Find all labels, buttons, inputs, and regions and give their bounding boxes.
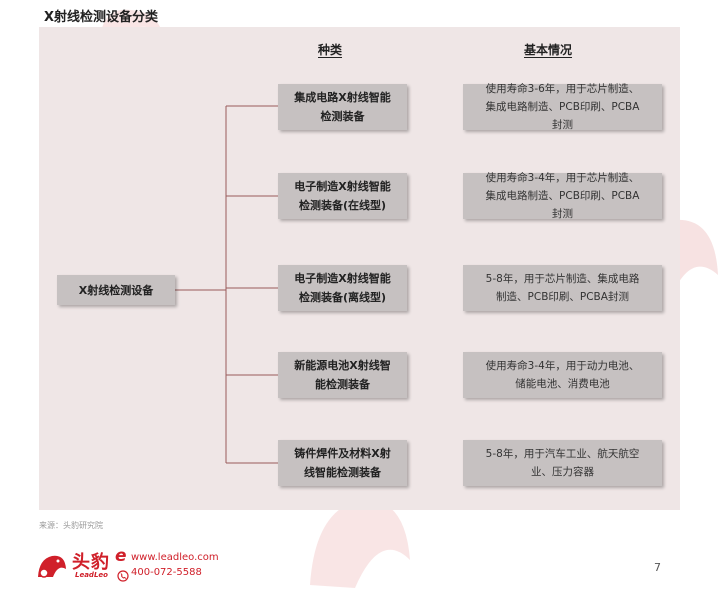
brand-name-cn: 头豹 (72, 552, 110, 573)
category-line: 能检测装备 (314, 378, 370, 391)
leopard-logo-icon (36, 551, 68, 579)
brand-e-mark: e (115, 546, 127, 566)
phone-icon (117, 567, 129, 582)
description-line: 制造、PCB印刷、PCBA封测 (496, 291, 629, 303)
description-line: 储能电池、消费电池 (515, 378, 610, 390)
brand-name-en: LeadLeo (75, 571, 108, 579)
phone-number: 400-072-5588 (131, 567, 202, 578)
category-node: 电子制造X射线智能检测装备(离线型) (278, 265, 407, 311)
category-node: 铸件焊件及材料X射线智能检测装备 (278, 440, 407, 486)
category-line: 电子制造X射线智能 (294, 180, 391, 193)
column-header-description: 基本情况 (524, 43, 573, 57)
page-number: 7 (654, 561, 661, 574)
source-note: 来源：头豹研究院 (39, 521, 103, 530)
description-line: 集成电路制造、PCB印刷、PCBA (485, 101, 640, 113)
watermark-logo (300, 480, 420, 594)
category-node: 电子制造X射线智能检测装备(在线型) (278, 173, 407, 219)
category-line: 电子制造X射线智能 (294, 272, 391, 285)
category-line: 铸件焊件及材料X射 (294, 447, 391, 460)
category-line: 线智能检测装备 (303, 466, 381, 479)
description-box: 使用寿命3-4年，用于动力电池、储能电池、消费电池 (463, 352, 662, 398)
description-line: 封测 (551, 119, 573, 131)
description-box: 5-8年，用于汽车工业、航天航空业、压力容器 (463, 440, 662, 486)
website-link[interactable]: www.leadleo.com (131, 552, 219, 563)
page-title: X射线检测设备分类 (44, 10, 159, 25)
description-box: 使用寿命3-6年，用于芯片制造、集成电路制造、PCB印刷、PCBA 封测 (463, 83, 662, 131)
category-line: 集成电路X射线智能 (294, 91, 391, 104)
description-line: 业、压力容器 (531, 466, 594, 478)
description-line: 5-8年，用于汽车工业、航天航空 (485, 448, 640, 460)
category-line: 检测装备(离线型) (298, 291, 387, 304)
description-box: 5-8年，用于芯片制造、集成电路制造、PCB印刷、PCBA封测 (463, 265, 662, 311)
description-line: 使用寿命3-4年，用于动力电池、 (485, 360, 640, 372)
category-line: 新能源电池X射线智 (294, 359, 391, 372)
column-header-category: 种类 (318, 43, 343, 57)
root-node: X射线检测设备 (57, 275, 175, 305)
description-box: 使用寿命3-4年，用于芯片制造、集成电路制造、PCB印刷、PCBA 封测 (463, 172, 662, 220)
description-line: 使用寿命3-4年，用于芯片制造、 (485, 172, 640, 184)
category-node: 集成电路X射线智能检测装备 (278, 84, 407, 130)
category-line: 检测装备 (320, 110, 365, 123)
category-node: 新能源电池X射线智能检测装备 (278, 352, 407, 398)
description-line: 封测 (551, 208, 573, 220)
description-line: 5-8年，用于芯片制造、集成电路 (485, 273, 640, 285)
category-line: 检测装备(在线型) (298, 199, 387, 212)
description-line: 使用寿命3-6年，用于芯片制造、 (485, 83, 640, 95)
description-line: 集成电路制造、PCB印刷、PCBA (485, 190, 640, 202)
